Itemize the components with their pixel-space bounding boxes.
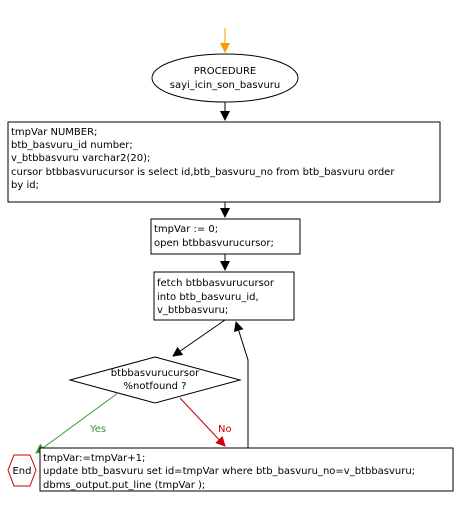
process-line: tmpVar:=tmpVar+1; bbox=[43, 453, 145, 464]
init-line: open btbbasvurucursor; bbox=[154, 238, 274, 249]
no-label: No bbox=[218, 424, 232, 435]
fetch-line: v_btbbasvuru; bbox=[157, 305, 228, 316]
declaration-line: by id; bbox=[11, 180, 39, 191]
yes-branch-arrow bbox=[35, 392, 119, 454]
fetch-line: into btb_basvuru_id, bbox=[157, 292, 259, 303]
process-line: dbms_output.put_line (tmpVar ); bbox=[43, 480, 205, 491]
declarations-box: tmpVar NUMBER; btb_basvuru_id number; v_… bbox=[7, 121, 441, 203]
connector-fetch-decision bbox=[172, 319, 226, 357]
decision-line: btbbasvurucursor bbox=[111, 368, 200, 379]
init-box: tmpVar := 0; open btbbasvurucursor; bbox=[150, 218, 301, 255]
end-label: End bbox=[12, 466, 31, 477]
declaration-line: tmpVar NUMBER; bbox=[11, 127, 97, 138]
start-title: PROCEDURE bbox=[194, 66, 256, 77]
decision-line: %notfound ? bbox=[123, 381, 186, 392]
process-line: update btb_basvuru set id=tmpVar where b… bbox=[43, 466, 415, 477]
fetch-box: fetch btbbasvurucursor into btb_basvuru_… bbox=[153, 271, 295, 321]
start-procedure-name: sayi_icin_son_basvuru bbox=[170, 80, 280, 91]
yes-label: Yes bbox=[89, 424, 106, 435]
declaration-line: btb_basvuru_id number; bbox=[11, 140, 133, 151]
start-node: PROCEDURE sayi_icin_son_basvuru bbox=[151, 53, 299, 103]
declaration-line: cursor btbbasvurucursor is select id,btb… bbox=[11, 167, 395, 178]
fetch-line: fetch btbbasvurucursor bbox=[157, 278, 275, 289]
end-node: End bbox=[7, 454, 37, 487]
no-branch-arrow bbox=[179, 397, 226, 447]
process-box: tmpVar:=tmpVar+1; update btb_basvuru set… bbox=[39, 447, 454, 492]
init-line: tmpVar := 0; bbox=[154, 224, 218, 235]
declaration-line: v_btbbasvuru varchar2(20); bbox=[11, 153, 150, 164]
loop-back-arrow bbox=[233, 321, 249, 448]
decision-node: btbbasvurucursor %notfound ? bbox=[68, 356, 242, 404]
